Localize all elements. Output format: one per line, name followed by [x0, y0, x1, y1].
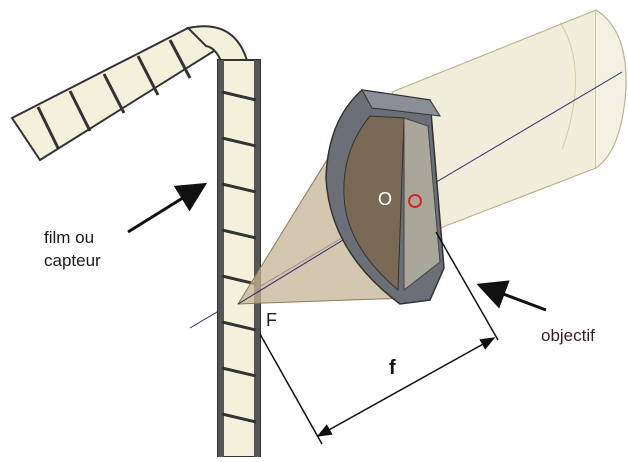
focal-length-dimension — [316, 337, 496, 437]
focal-length-label: f — [389, 357, 396, 379]
dimension-extension-left — [259, 333, 323, 445]
film-label-line1: film ou — [44, 228, 94, 247]
circle-outline-icon — [408, 194, 422, 208]
arrow-icon — [127, 182, 208, 234]
film-label-line2: capteur — [44, 251, 101, 270]
focal-point-label: F — [266, 310, 277, 330]
objective-label: objectif — [541, 326, 595, 345]
arrow-icon — [476, 280, 547, 312]
optical-center-label: O — [378, 189, 392, 209]
lens — [325, 89, 445, 305]
dimension-extension-right — [435, 231, 499, 341]
film-strip — [10, 25, 261, 458]
lens-tube — [391, 9, 627, 233]
